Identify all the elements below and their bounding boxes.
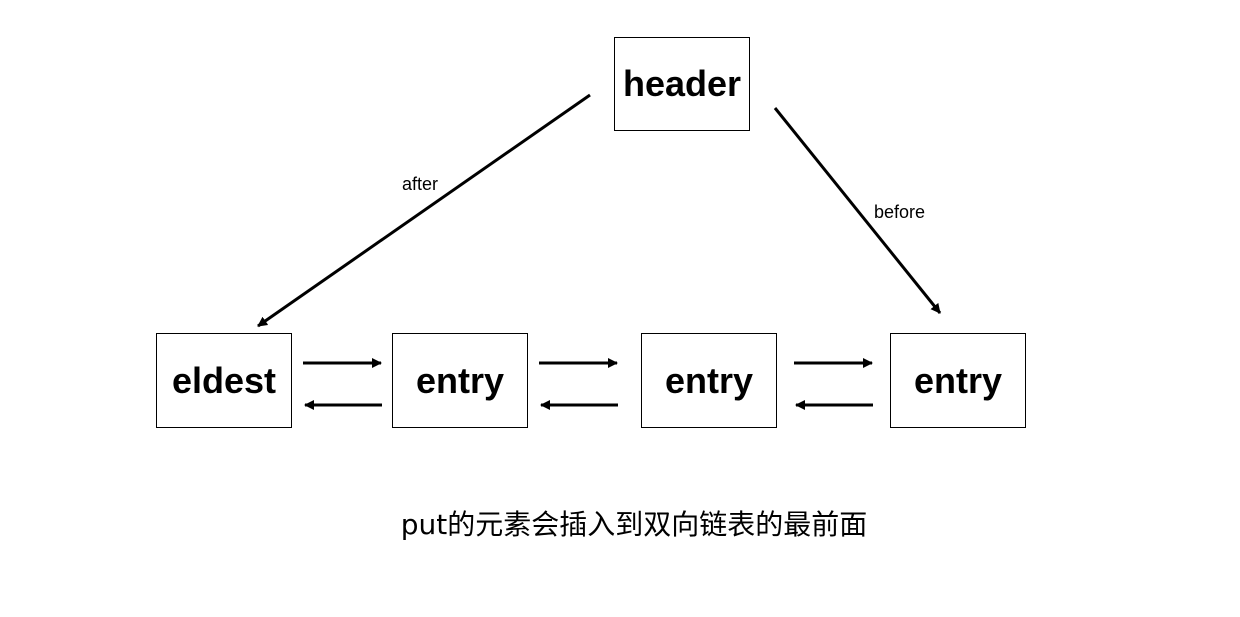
entry-node-1: entry xyxy=(392,333,528,428)
header-node-label: header xyxy=(622,63,742,104)
eldest-node: eldest xyxy=(156,333,292,428)
entry-node-3-label: entry xyxy=(913,359,1003,401)
entry-node-3: entry xyxy=(890,333,1026,428)
entry-node-1-label: entry xyxy=(415,359,505,401)
after-edge xyxy=(257,93,591,328)
entry-node-2-label: entry xyxy=(664,359,754,401)
header-node: header xyxy=(614,37,750,131)
eldest-node-label: eldest xyxy=(171,359,277,401)
before-label: before xyxy=(874,202,926,222)
diagram-caption: put的元素会插入到双向链表的最前面 xyxy=(400,508,868,541)
entry-node-2: entry xyxy=(641,333,777,428)
after-label: after xyxy=(402,174,439,194)
before-edge xyxy=(773,107,942,314)
